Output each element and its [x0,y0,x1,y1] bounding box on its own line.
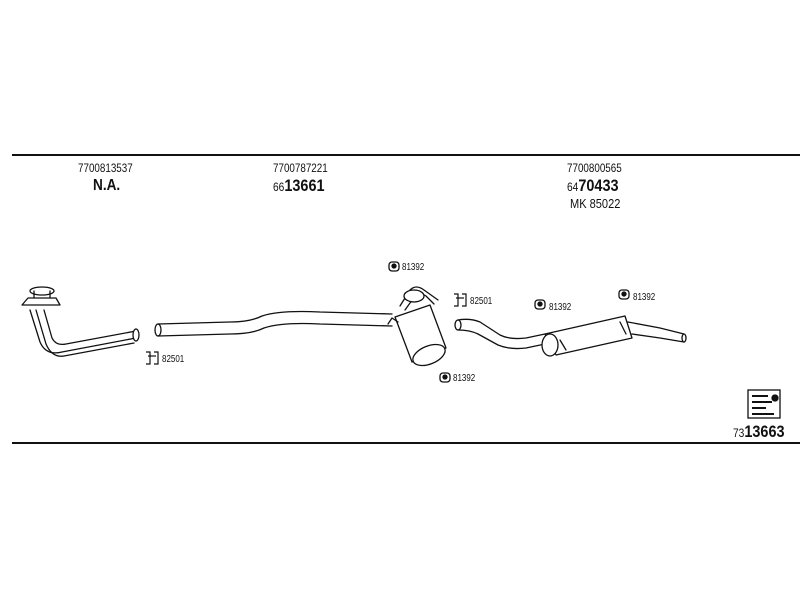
hanger-label-top: 81392 [402,262,425,273]
clamp-label-front: 82501 [162,354,185,365]
part-main-2: 13661 [284,176,325,195]
part-prefix-3: 64 [567,180,579,194]
clamp-icon-front [146,351,159,365]
hanger-label-rear-right: 81392 [633,292,656,303]
part-main-3: 70433 [578,176,619,195]
kit-box-icon [747,389,781,419]
part-number-3: 6470433 [567,176,619,196]
clamp-icon-middle [454,293,467,307]
rubber-hanger-icon-rear-right [618,289,630,300]
front-downpipe [21,286,140,357]
oem-number-1: 7700813537 [78,161,133,175]
top-divider [12,154,800,156]
kit-main: 13663 [744,422,785,441]
hanger-label-bottom: 81392 [453,373,476,384]
rubber-hanger-icon-top [388,261,400,272]
kit-prefix: 73 [733,426,745,440]
rubber-hanger-icon-bottom [439,372,451,383]
middle-silencer [387,286,447,367]
mounting-kit-number: MK 85022 [570,196,621,211]
hanger-label-rear-left: 81392 [549,302,572,313]
part-number-2: 6613661 [273,176,325,196]
kit-number: 7313663 [733,422,785,442]
not-available-label: N.A. [93,177,121,194]
rear-pipe [454,318,546,350]
oem-number-2: 7700787221 [273,161,328,175]
clamp-label-middle: 82501 [470,296,493,307]
oem-number-3: 7700800565 [567,161,622,175]
rubber-hanger-icon-rear-left [534,299,546,310]
part-prefix-2: 66 [273,180,285,194]
bottom-divider [12,442,800,444]
rear-silencer [541,315,687,357]
center-pipe [154,310,393,337]
